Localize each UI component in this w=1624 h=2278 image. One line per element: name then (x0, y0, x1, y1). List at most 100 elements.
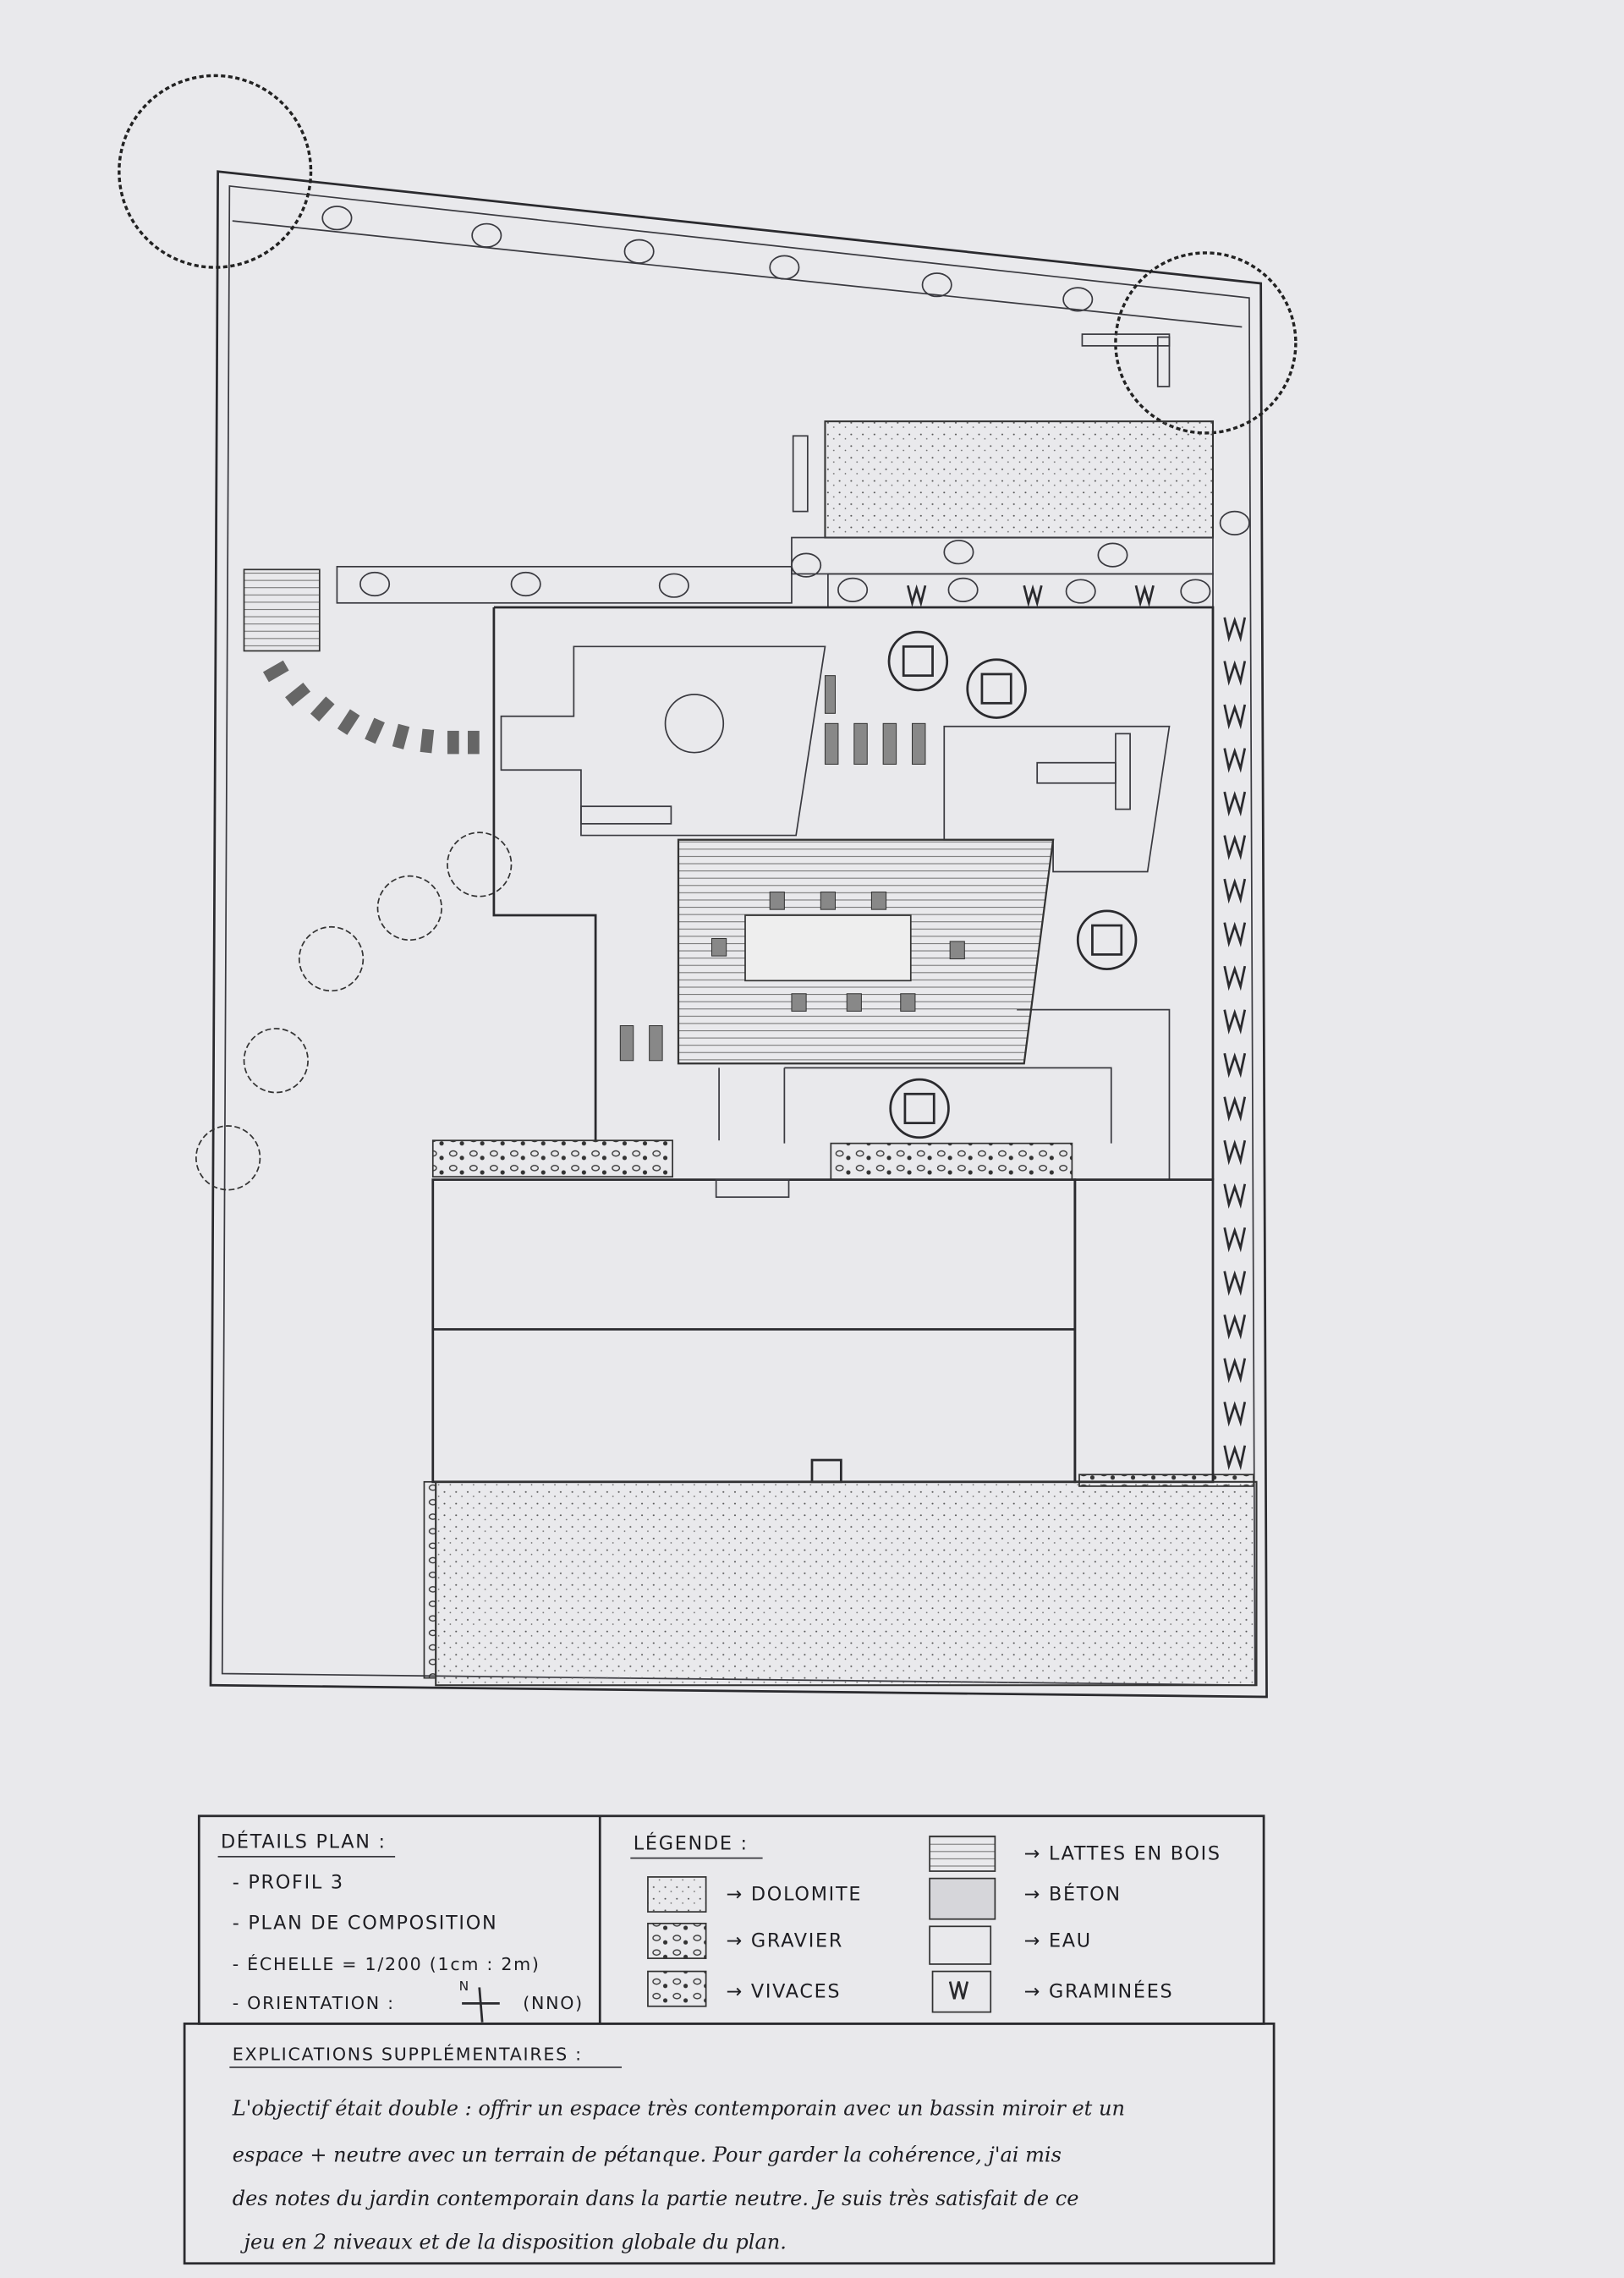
stepping-stone (337, 709, 360, 735)
shrub-icon (1062, 287, 1094, 312)
grass-icon (948, 1981, 969, 2000)
grass-icon (1223, 1139, 1247, 1166)
pergola (1081, 333, 1171, 387)
grass-icon (1023, 584, 1043, 607)
grass-icon (1223, 1008, 1247, 1035)
shrub-icon (1097, 542, 1128, 568)
concrete-terrace-top (824, 420, 1215, 539)
legend-label-grasses: → GRAMINÉES (1024, 1979, 1174, 2002)
legend-swatch-grasses (931, 1970, 992, 2013)
wood-deck-terrace (677, 838, 1055, 1065)
stepping-stone (365, 717, 385, 744)
stepping-stone (262, 660, 289, 683)
grass-icon (1223, 878, 1247, 904)
legend-panel: DÉTAILS PLAN : - PROFIL 3 - PLAN DE COMP… (183, 1814, 1276, 2265)
small-trees (195, 832, 513, 1191)
shrub-icon (921, 272, 952, 298)
stepping-stone (310, 696, 335, 722)
svg-text:N: N (459, 1979, 470, 1994)
shrub-icon (658, 573, 689, 598)
grass-icon (1223, 704, 1247, 730)
grass-icon (1223, 1357, 1247, 1384)
grass-icon (1223, 1095, 1247, 1122)
explanation-line: jeu en 2 niveaux et de la disposition gl… (240, 2231, 787, 2254)
legend-swatch-concrete (929, 1877, 996, 1920)
grass-icon (1223, 1227, 1247, 1253)
legend-label-perennials: → VIVACES (727, 1980, 842, 2002)
bench (792, 435, 809, 513)
legend-swatch-water (929, 1925, 992, 1965)
shrubs (321, 206, 1250, 604)
legend-swatch-perennials (647, 1970, 707, 2007)
details-orientation-value: (NNO) (523, 1993, 584, 2013)
shrub-icon (471, 222, 502, 248)
hedge-paths (336, 536, 1214, 608)
central-structures (492, 606, 1215, 1180)
legend-label-concrete: → BÉTON (1024, 1881, 1122, 1905)
ornamental-grasses (907, 584, 1247, 1471)
shrub-icon (623, 239, 655, 264)
stepping-stone (447, 730, 459, 755)
chairs (619, 675, 965, 1062)
legend-label-gravel: → GRAVIER (727, 1929, 843, 1951)
legend-label-dolomite: → DOLOMITE (727, 1883, 862, 1905)
stepping-stone (467, 730, 480, 755)
house (431, 1178, 1215, 1484)
explanation-line: L'objectif était double : offrir un espa… (232, 2097, 1125, 2121)
grass-icon (1223, 1183, 1247, 1209)
grass-icon (1223, 617, 1247, 643)
legend-swatch-gravel (647, 1923, 707, 1959)
explanation-line: espace + neutre avec un terrain de pétan… (233, 2144, 1062, 2167)
details-orientation: - ORIENTATION : (233, 1993, 395, 2013)
grass-icon (1223, 1270, 1247, 1297)
legend-label-water: → EAU (1024, 1929, 1092, 1951)
shrub-icon (510, 571, 541, 597)
shrub-icon (1219, 510, 1250, 535)
shrub-icon (947, 577, 979, 602)
details-plan-type: - PLAN DE COMPOSITION (233, 1913, 498, 1935)
legend-swatch-dolomite (647, 1876, 707, 1913)
stepping-stones (262, 660, 480, 755)
dolomite-driveway (435, 1480, 1258, 1687)
planters (887, 630, 1138, 1139)
shrub-icon (943, 540, 974, 565)
gravel-strips (423, 1139, 1254, 1679)
grass-icon (1223, 747, 1247, 773)
stepping-stone (392, 723, 410, 749)
shrub-icon (321, 206, 353, 231)
large-tree-top-right (1114, 251, 1298, 435)
tree-icon (447, 832, 513, 897)
shrub-icon (837, 577, 869, 602)
grass-icon (1223, 965, 1247, 991)
explanation-line: des notes du jardin contemporain dans la… (233, 2187, 1079, 2210)
stepping-stone (285, 683, 311, 706)
grass-icon (1223, 1314, 1247, 1340)
wood-deck-small (243, 568, 321, 652)
shrub-icon (1180, 579, 1211, 604)
shrub-icon (1065, 579, 1096, 604)
dining-table (744, 914, 912, 982)
explanations-title: EXPLICATIONS SUPPLÉMENTAIRES : (233, 2043, 583, 2064)
grass-icon (907, 584, 927, 607)
grass-icon (1223, 1444, 1247, 1471)
grass-icon (1223, 834, 1247, 860)
tree-icon (195, 1125, 261, 1191)
shrub-icon (769, 255, 800, 280)
grass-icon (1223, 791, 1247, 817)
grass-icon (1134, 584, 1155, 607)
grass-icon (1223, 1052, 1247, 1079)
tree-icon (243, 1028, 309, 1094)
details-title: DÉTAILS PLAN : (221, 1830, 387, 1853)
stepping-stone (420, 728, 435, 754)
legend-title: LÉGENDE : (634, 1831, 749, 1854)
tree-icon (298, 925, 365, 992)
legend-label-wood-slats: → LATTES EN BOIS (1024, 1842, 1221, 1864)
details-profile: - PROFIL 3 (233, 1872, 344, 1894)
legend-swatch-wood-slats (929, 1835, 996, 1872)
shrub-icon (359, 571, 391, 597)
tree-icon (376, 875, 442, 941)
north-arrow-icon: N (459, 1979, 500, 2023)
large-tree-top-left (118, 74, 313, 269)
details-scale: - ÉCHELLE = 1/200 (1cm : 2m) (233, 1953, 540, 1974)
